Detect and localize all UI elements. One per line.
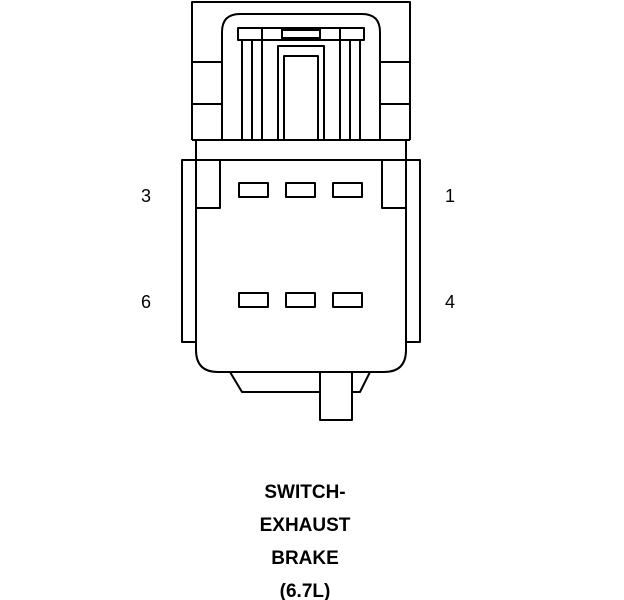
latch-crossbar xyxy=(237,27,365,41)
pin-label-1: 1 xyxy=(445,186,456,206)
component-caption: SWITCH- EXHAUST BRAKE (6.7L) xyxy=(200,476,410,600)
terminal-cavity xyxy=(238,292,269,308)
connector-neck xyxy=(195,140,407,160)
caption-line: BRAKE xyxy=(271,548,339,569)
pin-label-3: 3 xyxy=(141,186,152,206)
pin-label-4: 4 xyxy=(445,292,456,312)
side-guide-right-inner xyxy=(381,159,406,209)
caption-line: SWITCH- xyxy=(264,482,346,503)
connector-skirt xyxy=(229,371,371,393)
terminal-cavity xyxy=(332,292,363,308)
terminal-cavity xyxy=(285,182,316,198)
terminal-cavity xyxy=(332,182,363,198)
latch-tab-inner xyxy=(283,55,319,141)
latch-arm-left xyxy=(241,39,253,141)
connector-body xyxy=(195,159,407,373)
latch-housing-outline xyxy=(191,1,411,140)
side-guide-left xyxy=(181,159,196,343)
connector-post xyxy=(319,372,353,421)
side-guide-right xyxy=(406,159,421,343)
terminal-cavity xyxy=(238,182,269,198)
side-guide-left-inner xyxy=(196,159,221,209)
terminal-cavity xyxy=(285,292,316,308)
latch-inner-frame xyxy=(221,13,381,140)
pin-label-6: 6 xyxy=(141,292,152,312)
caption-line: EXHAUST xyxy=(259,515,351,536)
latch-crossbar-top xyxy=(281,29,321,39)
caption-line: (6.7L) xyxy=(279,581,331,600)
latch-arm-right xyxy=(349,39,361,141)
